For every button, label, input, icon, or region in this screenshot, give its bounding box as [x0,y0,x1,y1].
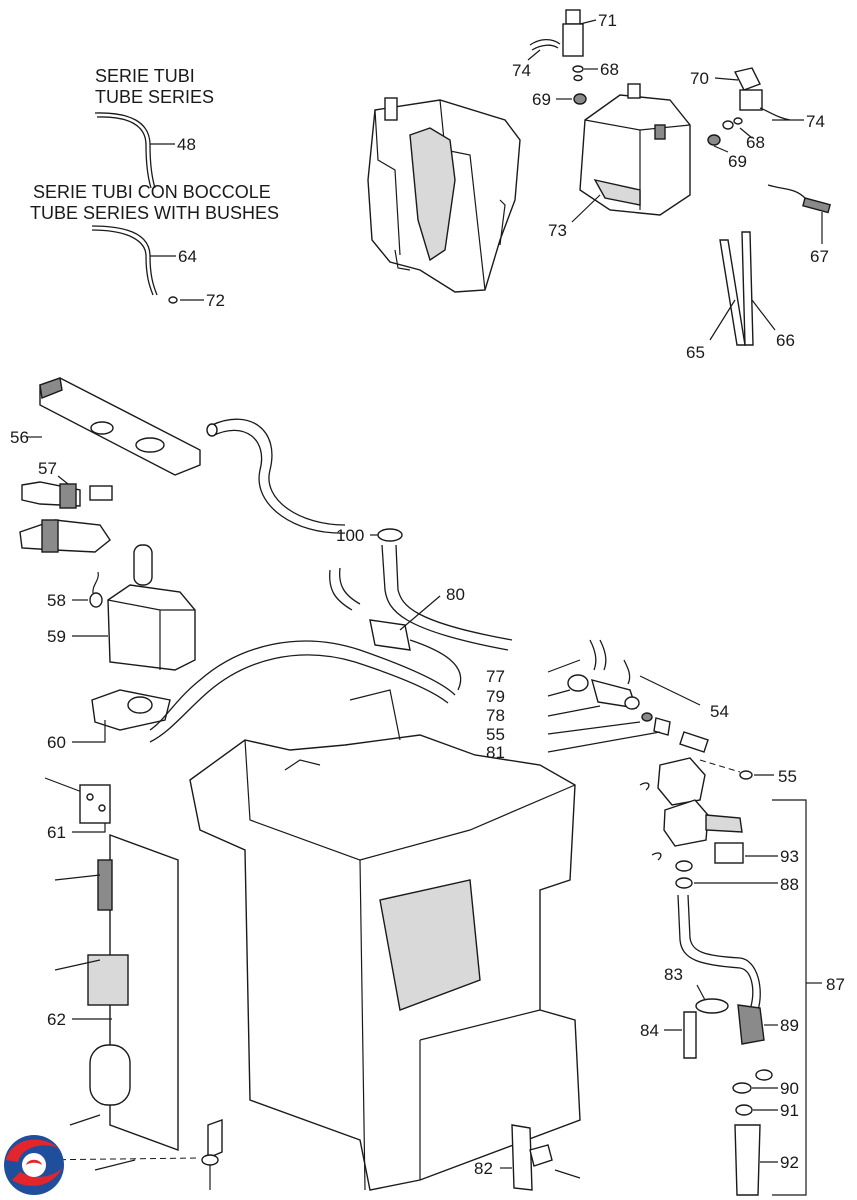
label-74-left: 74 [512,61,531,80]
label-71: 71 [598,11,617,30]
label-90: 90 [780,1079,799,1098]
tube-series-block: SERIE TUBI TUBE SERIES 48 SERIE TUBI CON… [30,66,279,310]
knob-89 [737,1004,765,1045]
sensor-67 [767,184,806,199]
tube-92 [734,1124,761,1196]
oring-68-right [722,120,734,130]
label-60: 60 [47,733,66,752]
label-73: 73 [548,221,567,240]
label-74-right: 74 [806,112,825,131]
oring-88 [675,860,693,872]
group-bracket-87 [772,799,807,1196]
label-77: 77 [486,667,505,686]
label-84: 84 [640,1021,659,1040]
label-87: 87 [826,975,845,994]
header-bushes-it: SERIE TUBI CON BOCCOLE [33,182,271,202]
clamp-61 [79,784,111,824]
label-81: 81 [486,743,505,762]
left-column-parts: 56 57 58 59 60 61 [10,377,223,1190]
bush-72 [168,296,178,304]
tray-56 [39,377,201,476]
brand-swirl-logo [4,1135,64,1195]
label-58: 58 [47,591,66,610]
filter-80 [369,619,411,651]
clip-74-left [529,38,561,51]
gasket-83 [695,998,729,1014]
valve-body-upper [657,757,706,806]
label-69-right: 69 [728,152,747,171]
label-79: 79 [486,687,505,706]
boiler-group: 71 74 68 69 73 70 74 68 [512,9,831,362]
fitting-71 [565,9,581,25]
clip-82 [511,1124,533,1191]
label-100: 100 [336,526,364,545]
label-62: 62 [47,1010,66,1029]
label-80: 80 [446,585,465,604]
label-59: 59 [47,627,66,646]
label-88: 88 [780,875,799,894]
label-91: 91 [780,1101,799,1120]
nozzle-84 [683,1011,697,1059]
label-61: 61 [47,823,66,842]
bottom-clip: 82 [474,1124,581,1191]
pump-59 [133,544,153,586]
fitting-79 [567,674,589,692]
label-72: 72 [206,291,225,310]
label-55-right: 55 [778,767,797,786]
clip-54 [623,659,631,685]
label-65: 65 [686,343,705,362]
header-bushes-en: TUBE SERIES WITH BUSHES [30,203,279,223]
seal-69-left [573,93,587,105]
label-54: 54 [710,702,729,721]
label-66: 66 [776,331,795,350]
label-69-left: 69 [532,90,551,109]
label-78: 78 [486,706,505,725]
steam-pipe [677,894,754,1011]
tube-48 [94,112,156,189]
rod-65 [719,239,746,346]
tube-upper [211,418,346,526]
label-93: 93 [780,847,799,866]
steam-tube-group: 55 93 88 83 84 89 90 91 [639,757,845,1196]
water-tank [367,97,521,293]
tube-64 [91,225,158,296]
label-68-left: 68 [600,60,619,79]
clip-74-right [759,107,791,121]
label-67: 67 [810,247,829,266]
oring-55-left [641,712,653,722]
label-57: 57 [38,459,57,478]
label-56: 56 [10,428,29,447]
center-tubes: 100 80 [149,418,513,743]
clip-77 [589,639,607,671]
pin-81 [653,717,671,736]
part-58 [89,592,103,608]
label-64: 64 [178,247,197,266]
label-55-left: 55 [486,725,505,744]
oring-91 [735,1104,753,1116]
valve-fittings: 77 79 78 54 55 81 [486,639,729,762]
bracket-93 [714,842,744,864]
oring-90 [732,1082,752,1094]
label-82: 82 [474,1159,493,1178]
label-83: 83 [664,965,683,984]
oring-68-left [572,65,584,73]
oring-55-right [739,770,753,780]
fitting-70 [733,67,761,91]
label-70: 70 [690,69,709,88]
clamp-100 [377,528,403,542]
seal-69-right [707,134,721,146]
label-68-right: 68 [746,133,765,152]
main-frame [189,689,581,1191]
header-tube-series-en: TUBE SERIES [95,87,214,107]
label-48: 48 [177,135,196,154]
rod-66 [741,231,754,346]
header-tube-series-it: SERIE TUBI [95,66,195,86]
label-92: 92 [780,1153,799,1172]
label-89: 89 [780,1016,799,1035]
